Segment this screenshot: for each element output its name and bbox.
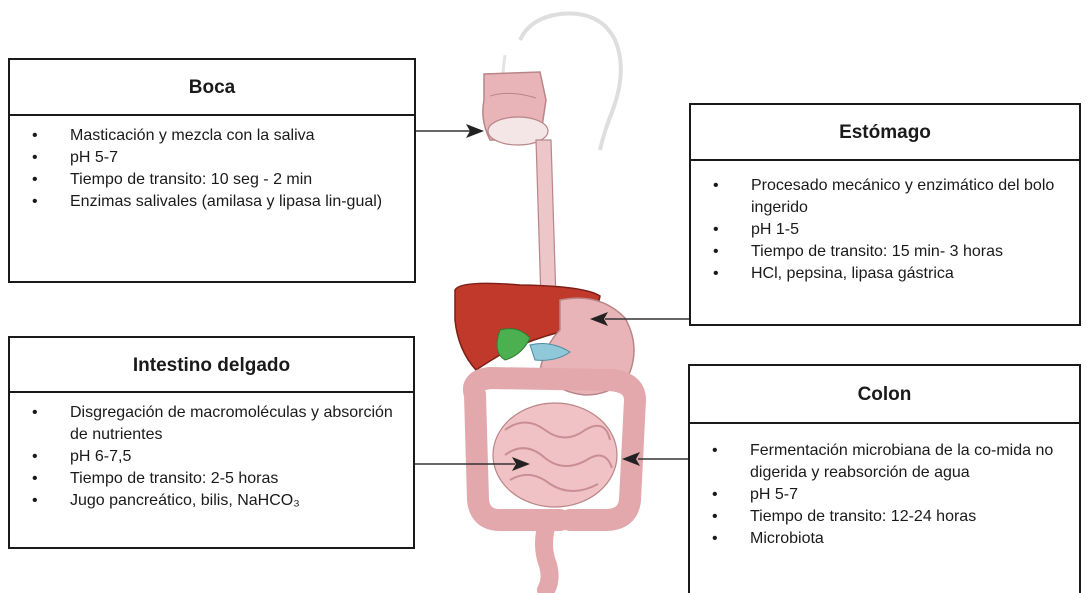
list-item: Tiempo de transito: 12-24 horas xyxy=(690,506,1079,528)
arrow-boca xyxy=(416,124,484,138)
list-item: Enzimas salivales (amilasa y lipasa lin-… xyxy=(10,191,414,213)
list-item: Procesado mecánico y enzimático del bolo… xyxy=(691,175,1079,219)
list-item: Masticación y mezcla con la saliva xyxy=(10,125,414,147)
list-item: Disgregación de macromoléculas y absorci… xyxy=(10,402,413,446)
colon-box: Colon Fermentación microbiana de la co-m… xyxy=(688,364,1081,593)
list-item: pH 6-7,5 xyxy=(10,446,413,468)
boca-title: Boca xyxy=(10,60,414,116)
intestino-list: Disgregación de macromoléculas y absorci… xyxy=(10,393,413,512)
colon-title: Colon xyxy=(690,366,1079,424)
intestino-title: Intestino delgado xyxy=(10,338,413,393)
list-item: Jugo pancreático, bilis, NaHCO₃ xyxy=(10,490,413,512)
gallbladder xyxy=(497,329,530,360)
mouth-cavity xyxy=(483,72,548,145)
list-item: pH 5-7 xyxy=(690,484,1079,506)
colon-list: Fermentación microbiana de la co-mida no… xyxy=(690,424,1079,550)
intestino-delgado-box: Intestino delgado Disgregación de macrom… xyxy=(8,336,415,549)
list-item: pH 1-5 xyxy=(691,219,1079,241)
list-item: pH 5-7 xyxy=(10,147,414,169)
list-item: Tiempo de transito: 15 min- 3 horas xyxy=(691,241,1079,263)
list-item: Tiempo de transito: 2-5 horas xyxy=(10,468,413,490)
estomago-box: Estómago Procesado mecánico y enzimático… xyxy=(689,103,1081,326)
boca-list: Masticación y mezcla con la saliva pH 5-… xyxy=(10,116,414,213)
list-item: Fermentación microbiana de la co-mida no… xyxy=(690,440,1079,484)
esophagus xyxy=(536,140,556,300)
list-item: HCl, pepsina, lipasa gástrica xyxy=(691,263,1079,285)
list-item: Tiempo de transito: 10 seg - 2 min xyxy=(10,169,414,191)
list-item: Microbiota xyxy=(690,528,1079,550)
boca-box: Boca Masticación y mezcla con la saliva … xyxy=(8,58,416,283)
estomago-title: Estómago xyxy=(691,105,1079,161)
small-intestine xyxy=(493,403,617,507)
estomago-list: Procesado mecánico y enzimático del bolo… xyxy=(691,161,1079,285)
